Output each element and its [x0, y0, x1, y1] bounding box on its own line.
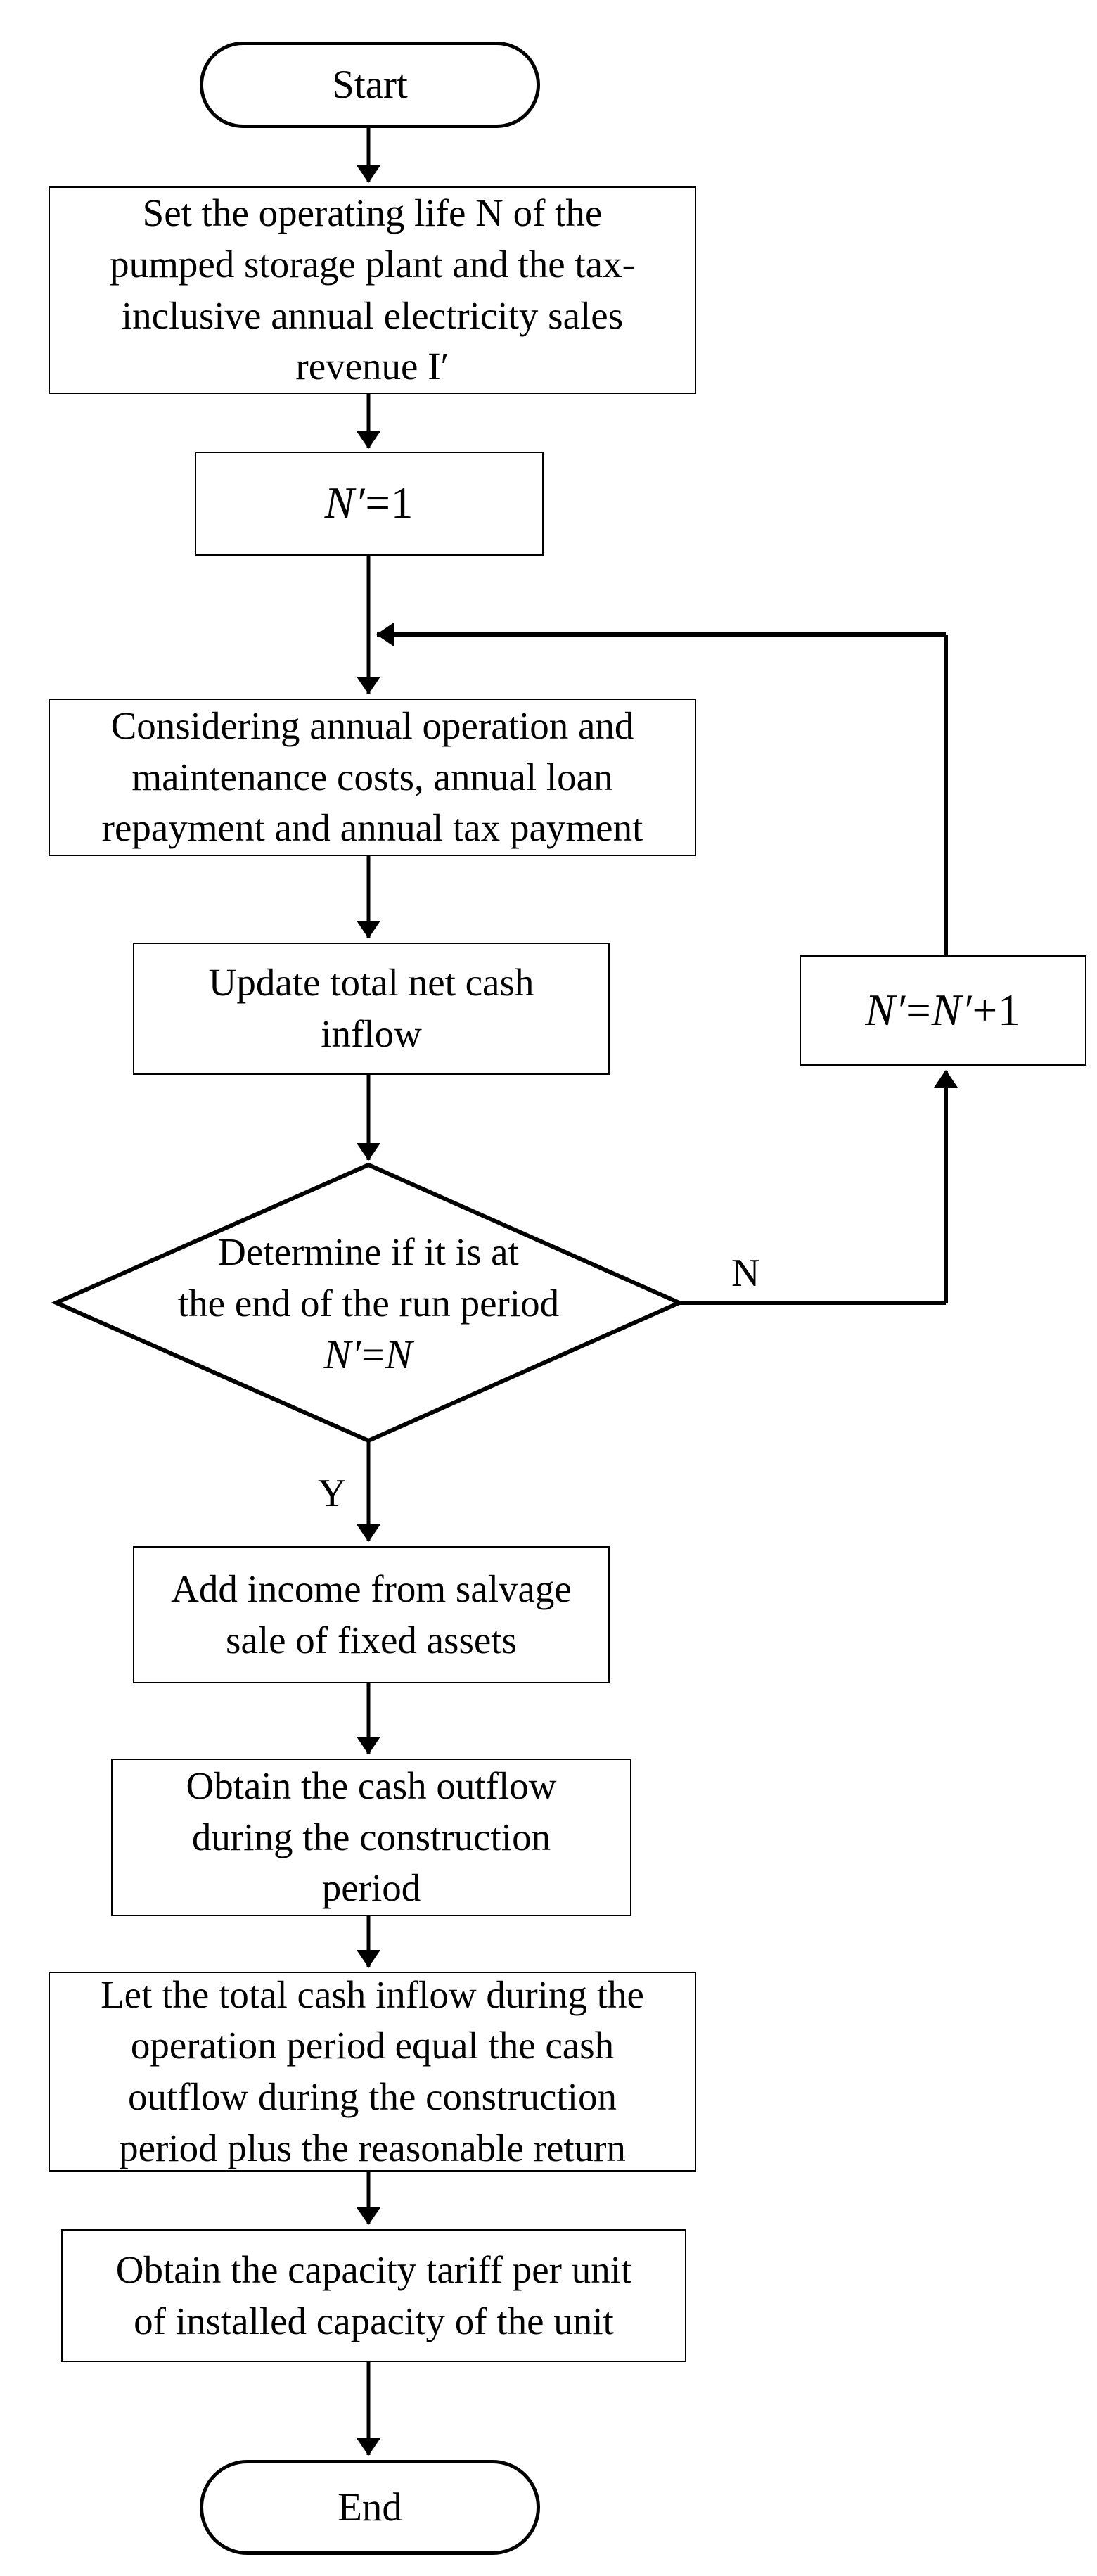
increment-formula: N′=N′+1 — [865, 981, 1020, 1040]
formula-var: N′ — [931, 985, 973, 1035]
process-costs: Considering annual operation and mainten… — [49, 699, 696, 856]
process-init-counter: N′=1 — [195, 452, 544, 556]
formula-equals: = — [361, 1331, 385, 1377]
decision-label: Determine if it is at the end of the run… — [112, 1215, 625, 1391]
decision-line2: the end of the run period — [177, 1281, 560, 1325]
process-capacity-tariff: Obtain the capacity tariff per unit of i… — [61, 2229, 686, 2362]
formula-equals: = — [906, 985, 932, 1035]
branch-label-yes: Y — [318, 1472, 347, 1515]
init-counter-formula: N′=1 — [325, 474, 414, 533]
branch-label-no: N — [731, 1251, 760, 1295]
process-increment-counter: N′=N′+1 — [800, 955, 1086, 1066]
process-salvage-income: Add income from salvage sale of fixed as… — [133, 1546, 610, 1683]
formula-value: +1 — [972, 985, 1021, 1035]
process-set-params: Set the operating life N of the pumped s… — [49, 186, 696, 394]
formula-value: =1 — [365, 478, 414, 528]
formula-var: N′ — [865, 985, 906, 1035]
process-update-inflow: Update total net cash inflow — [133, 943, 610, 1075]
formula-var: N′ — [324, 478, 366, 528]
process-cash-outflow: Obtain the cash outflow during the const… — [111, 1759, 631, 1916]
end-terminator: End — [200, 2460, 540, 2555]
process-equate-cashflows: Let the total cash inflow during the ope… — [49, 1972, 696, 2172]
formula-var: N′ — [323, 1331, 361, 1377]
decision-condition: N′=N — [324, 1329, 413, 1380]
decision-line1: Determine if it is at — [218, 1230, 519, 1273]
formula-var: N — [385, 1331, 413, 1377]
start-terminator: Start — [200, 42, 540, 128]
